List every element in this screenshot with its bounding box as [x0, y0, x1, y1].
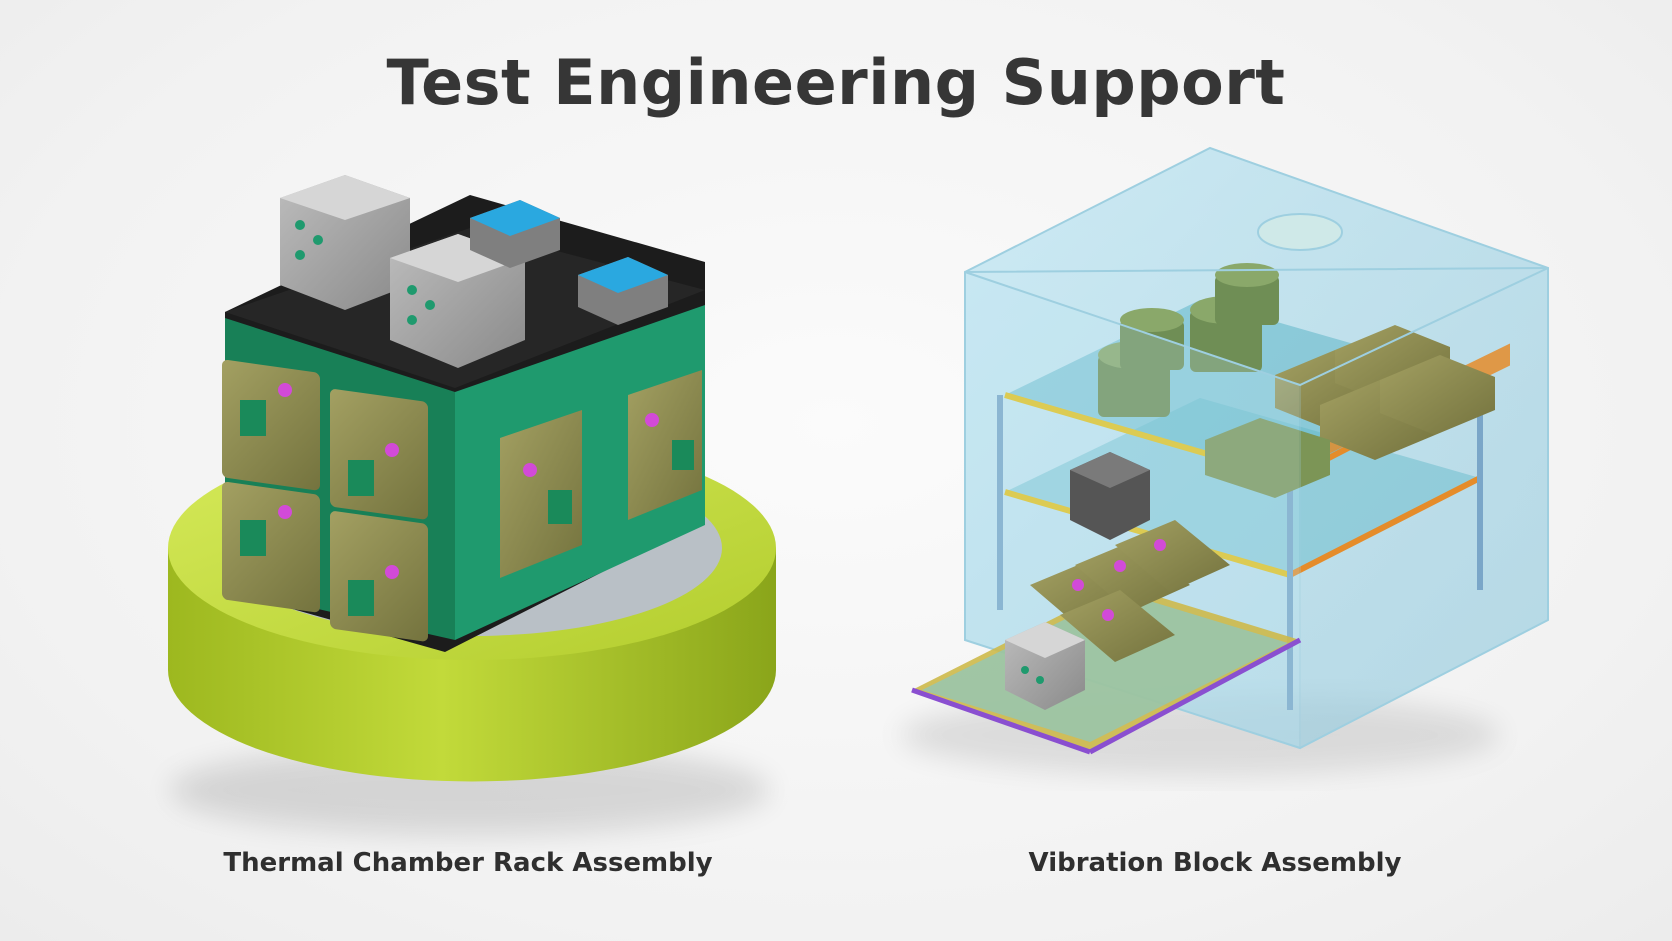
vibration-olive-boxes [1205, 325, 1495, 498]
vibration-drawer-tray [911, 585, 1302, 755]
thermal-olive-modules-left [222, 359, 428, 642]
vibration-enclosure-front [964, 267, 1549, 387]
page-title: Test Engineering Support [386, 46, 1286, 119]
thermal-chamber-caption: Thermal Chamber Rack Assembly [223, 848, 713, 878]
vibration-shelf-gray-box [1070, 452, 1150, 540]
vibration-top-port [1257, 213, 1343, 251]
vibration-drawer-plates [1030, 520, 1230, 662]
vibration-drawer-gray-box [1005, 622, 1085, 710]
vibration-block-caption: Vibration Block Assembly [1028, 848, 1402, 878]
thermal-base-shadow [170, 745, 770, 835]
vibration-cylindrical-units [1098, 263, 1279, 417]
thermal-olive-modules-right [500, 370, 702, 578]
thermal-top-blue-units [470, 200, 668, 325]
